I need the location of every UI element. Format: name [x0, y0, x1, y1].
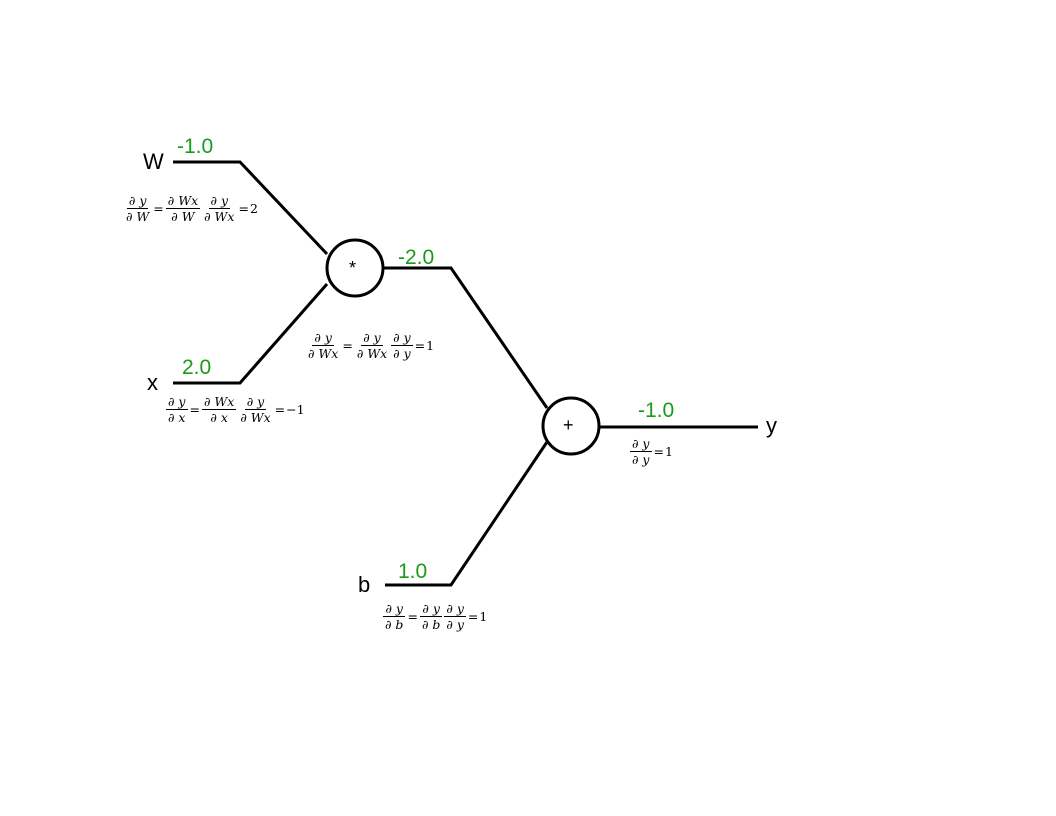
- gradient-W-equation: ∂ y∂ W = ∂ Wx∂ W ∂ y∂ Wx = 2: [126, 193, 258, 225]
- value-x: 2.0: [182, 356, 212, 379]
- var-y-label: y: [766, 413, 777, 438]
- edge-W-to-multiply: [173, 160, 329, 256]
- edge-x-to-multiply: [173, 283, 329, 385]
- edge-multiply-to-add: [383, 266, 549, 409]
- value-y: -1.0: [638, 399, 675, 422]
- multiply-symbol: *: [349, 258, 357, 278]
- gradient-b-equation: ∂ y∂ b = ∂ y∂ b ∂ y∂ y = 1: [383, 601, 488, 633]
- value-b: 1.0: [398, 560, 428, 583]
- value-W: -1.0: [177, 135, 214, 158]
- gradient-x-equation: ∂ y∂ x = ∂ Wx∂ x ∂ y∂ Wx = −1: [166, 394, 305, 426]
- value-Wx: -2.0: [398, 246, 435, 269]
- multiply-node: [325, 238, 385, 298]
- gradient-Wx-equation: ∂ y∂ Wx = ∂ y∂ Wx ∂ y∂ y = 1: [308, 330, 435, 362]
- gradient-y-equation: ∂ y∂ y = 1: [630, 436, 673, 468]
- edge-b-to-add: [385, 441, 549, 587]
- var-b-label: b: [358, 572, 371, 597]
- var-W-label: W: [143, 149, 164, 174]
- add-node: [541, 396, 601, 456]
- add-symbol: +: [563, 415, 574, 435]
- var-x-label: x: [147, 370, 158, 395]
